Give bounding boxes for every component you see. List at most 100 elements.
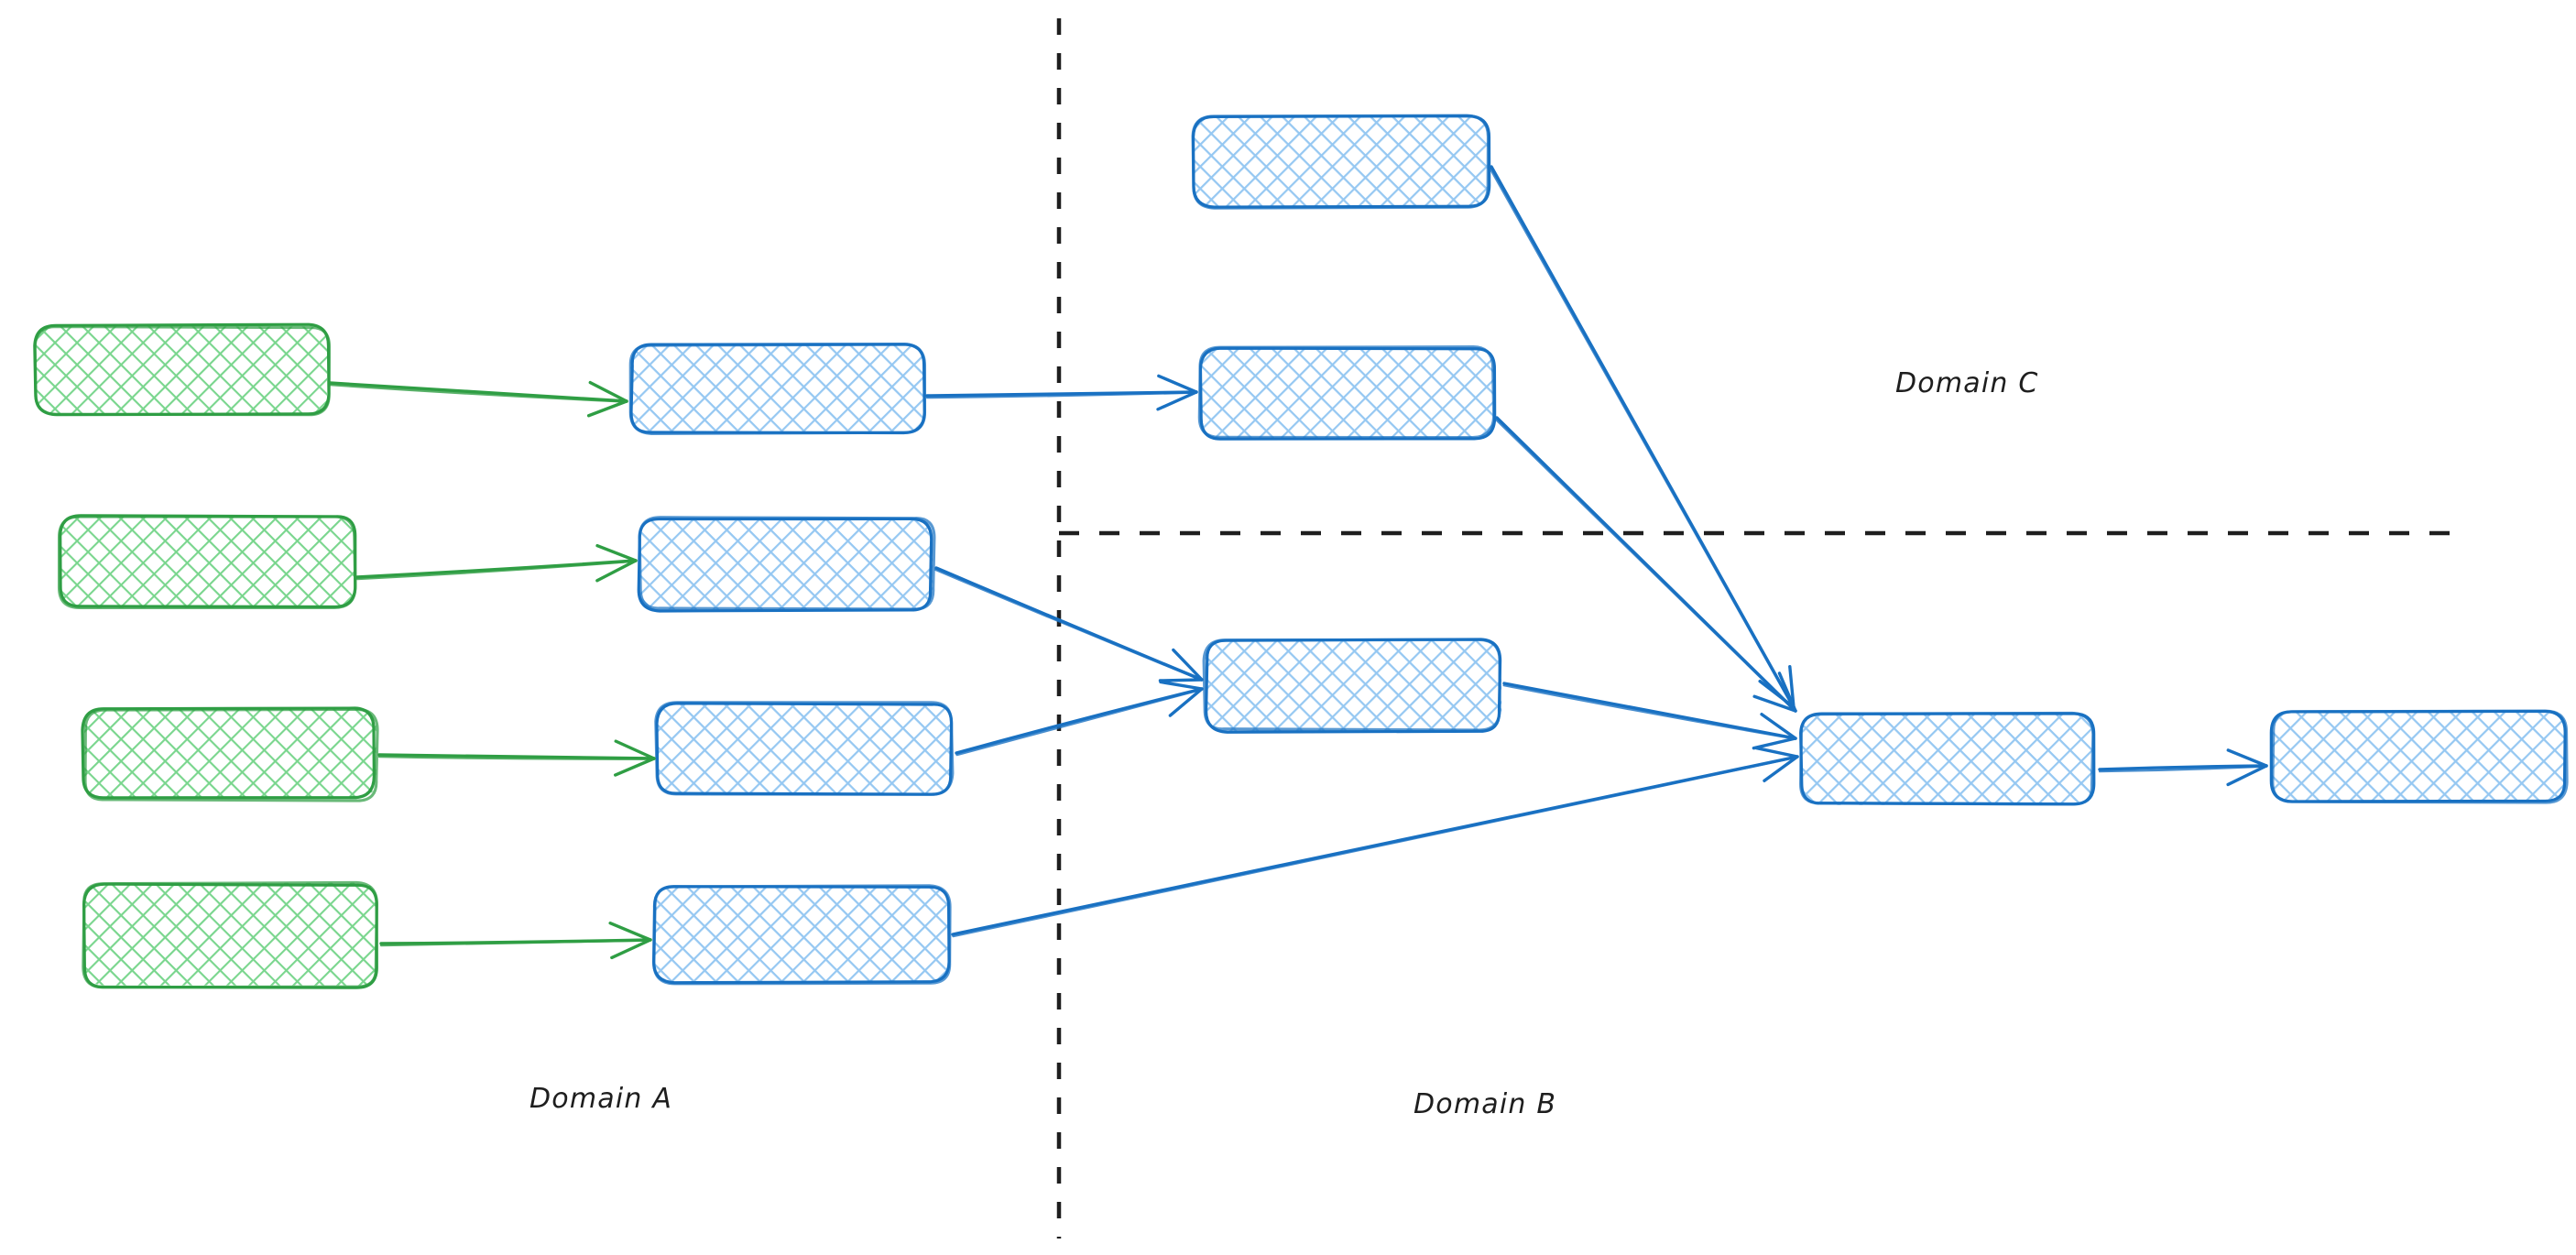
arrow-head [1752,737,1797,750]
arrow-head [1754,746,1799,758]
node-outline [654,701,955,796]
arrow-shaft [952,756,1799,938]
arrow-c3-to-d1[interactable] [1502,682,1797,750]
node-box-c3[interactable] [1202,638,1502,734]
arrow-head [613,757,656,777]
arrow-a2-to-b2[interactable] [355,543,638,583]
arrow-head [2226,764,2268,787]
node-outline [33,324,332,417]
arrow-b1-to-c2[interactable] [925,374,1198,411]
arrow-head [1777,671,1797,713]
arrow-shaft [2098,765,2268,773]
arrow-head [1788,664,1796,709]
arrow-head [1752,694,1797,713]
node-box-d1[interactable] [1799,711,2096,806]
arrow-shaft [925,391,1198,399]
arrow-head [1172,648,1204,682]
arrow-shaft [1488,166,1795,709]
arrow-head [595,559,638,583]
node-outline [81,706,376,800]
node-boxes [33,114,2569,989]
node-box-a1[interactable] [33,322,332,417]
arrow-shaft [2098,764,2268,771]
node-fill [639,518,933,610]
node-box-a3[interactable] [81,706,379,802]
arrow-shaft [934,568,1203,682]
arrow-shaft [328,381,628,403]
arrow-head [608,922,652,942]
arrow-shaft [328,384,628,403]
node-outline [57,515,357,610]
node-outline [1191,114,1490,210]
arrow-head [1760,713,1797,740]
node-outline [1197,345,1496,440]
node-fill [2271,711,2566,801]
domain-a-label: Domain A [529,1083,672,1115]
node-box-a4[interactable] [82,880,378,989]
arrow-shaft [377,753,656,760]
node-fill [653,886,949,983]
arrow-c2-to-d1[interactable] [1494,416,1797,713]
arrow-shaft [1502,682,1797,740]
node-fill [34,326,328,415]
node-outline [628,343,927,435]
edge-arrows [328,165,2268,960]
arrow-shaft [955,688,1204,757]
node-box-a2[interactable] [57,514,357,610]
arrow-head [1168,687,1204,717]
node-outline [2271,709,2569,804]
node-box-c2[interactable] [1197,345,1497,441]
node-fill [630,344,925,433]
node-box-d2[interactable] [2269,709,2569,804]
arrow-a4-to-b4[interactable] [379,922,652,960]
node-box-b1[interactable] [628,343,927,435]
arrow-shaft [377,756,656,760]
arrow-shaft [955,687,1204,755]
arrow-head [614,739,656,760]
arrow-head [2226,748,2268,768]
arrow-head [1763,755,1799,783]
node-box-b4[interactable] [652,884,952,986]
arrow-head [610,938,652,960]
node-fill [83,882,378,986]
arrow-head [1156,390,1198,411]
node-fill [59,516,355,608]
arrow-head [1159,680,1204,691]
arrow-shaft [379,939,652,947]
arrow-shaft [355,559,638,579]
arrow-c1-to-d1[interactable] [1488,165,1796,709]
node-box-b2[interactable] [637,516,936,613]
arrow-head [1157,374,1198,394]
arrow-shaft [1494,418,1796,713]
node-outline [82,880,378,989]
arrow-shaft [356,560,638,581]
arrow-b2-to-c3[interactable] [934,566,1204,682]
node-outline [638,516,936,611]
node-box-b3[interactable] [654,701,955,796]
arrow-b3-to-c3[interactable] [955,680,1204,757]
arrow-head [1158,678,1204,682]
node-outline [1202,638,1501,732]
node-fill [84,708,377,800]
node-fill [658,704,953,796]
arrow-b4-to-d1[interactable] [951,746,1799,938]
node-box-c1[interactable] [1191,114,1491,210]
node-outline [83,707,379,802]
arrow-shaft [1502,684,1796,740]
arrow-head [595,543,638,562]
domain-c-label: Domain C [1895,367,2039,399]
arrow-a1-to-b1[interactable] [328,380,628,418]
domain-b-label: Domain B [1414,1088,1556,1120]
node-fill [1192,116,1489,207]
node-fill [1200,347,1494,438]
arrow-d1-to-d2[interactable] [2098,748,2268,787]
node-outline [1799,711,2095,806]
node-fill [1800,715,2095,805]
arrow-head [586,399,628,418]
domain-dividers [1056,18,2455,1239]
node-outline [652,884,952,986]
node-fill [1206,640,1502,732]
arrow-a3-to-b3[interactable] [377,739,656,777]
